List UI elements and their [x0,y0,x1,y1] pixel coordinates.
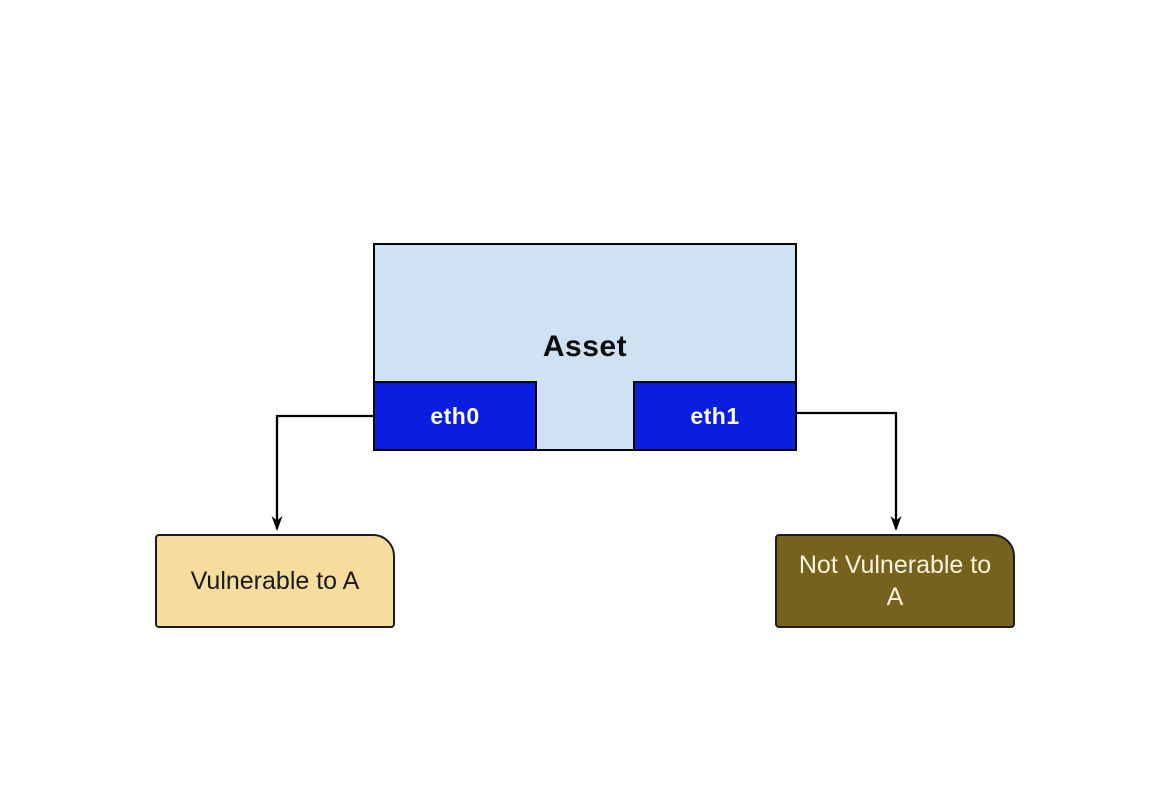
connector-eth1-to-not-vulnerable [797,411,902,531]
interface-eth0-label: eth0 [430,402,480,429]
interface-eth1-label: eth1 [690,402,740,429]
outcome-vulnerable-label: Vulnerable to A [190,567,360,595]
asset-node-label: Asset [542,330,628,363]
interface-node-eth1: eth1 [633,381,797,451]
interface-node-eth0: eth0 [373,381,537,451]
outcome-not-vulnerable-label: Not Vulnerable to A [798,551,992,611]
outcome-node-not-vulnerable: Not Vulnerable to A [775,534,1015,628]
connector-eth0-to-vulnerable [271,414,373,531]
outcome-node-vulnerable: Vulnerable to A [155,534,395,628]
